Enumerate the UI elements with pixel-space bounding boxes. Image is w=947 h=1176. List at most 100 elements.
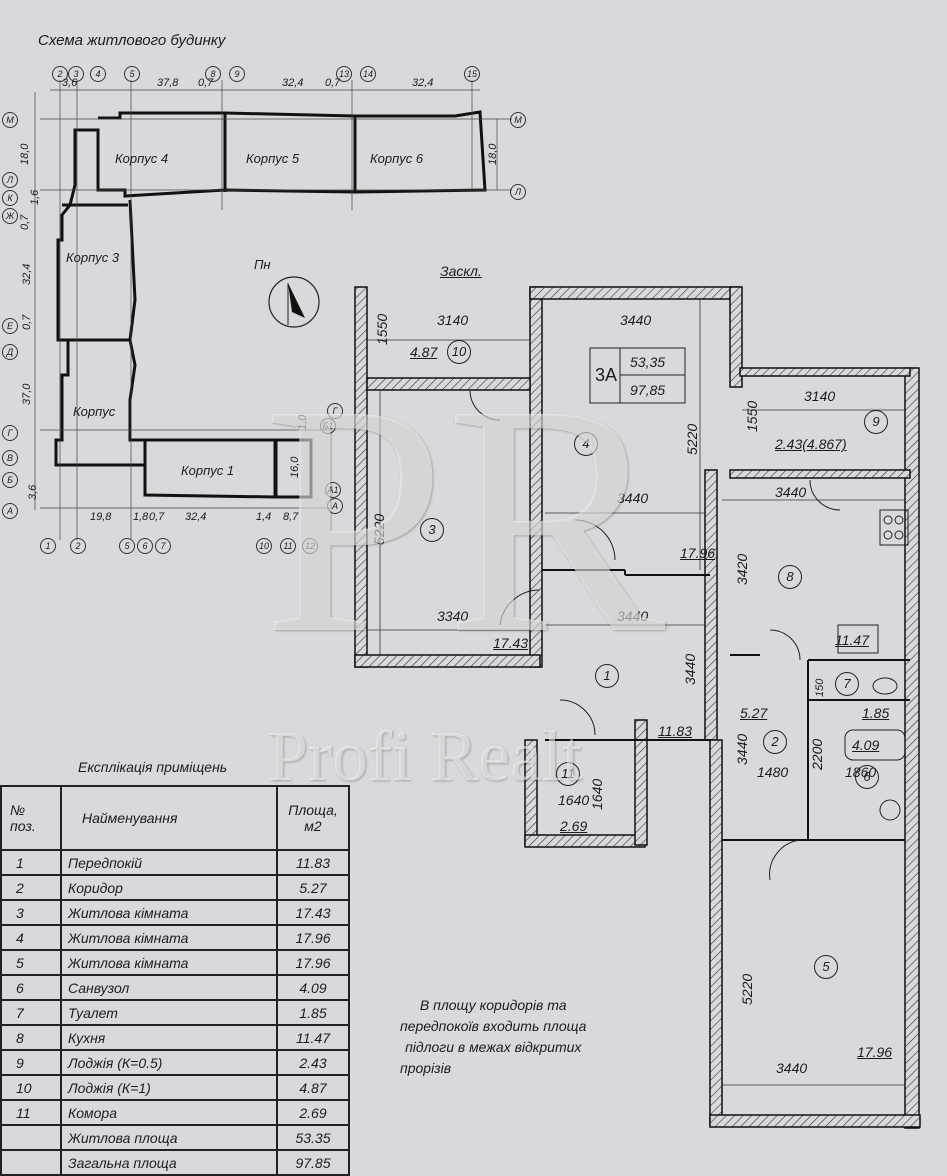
dim-label: 1,8 — [133, 511, 149, 523]
building-label: Корпус 6 — [370, 151, 424, 166]
row-name: Лоджія (К=1) — [60, 1074, 278, 1101]
dim-label: 3440 — [776, 1060, 808, 1076]
row-num: 9 — [0, 1049, 62, 1076]
dim-label: 2200 — [809, 738, 825, 770]
area-note: В площу коридорів та передпокоїв входить… — [400, 995, 586, 1079]
row-num: 3 — [0, 899, 62, 926]
dim-label: 0,7 — [325, 77, 341, 89]
axis-marker: 8 — [205, 66, 221, 82]
room-area: 17.96 — [857, 1044, 893, 1060]
axis-marker: 2 — [70, 538, 86, 554]
room-number: 4 — [574, 432, 598, 456]
dimension-lines — [367, 300, 905, 1086]
dim-label: 1640 — [558, 792, 590, 808]
dim-label: 3340 — [437, 608, 469, 624]
row-name: Санвузол — [60, 974, 278, 1001]
axis-marker: 9 — [229, 66, 245, 82]
dim-label: 1640 — [589, 778, 605, 810]
axis-marker: Б1 — [320, 418, 336, 434]
dim-label: 18,0 — [487, 143, 499, 165]
row-area: 2.43 — [276, 1049, 350, 1076]
room-number: 5 — [814, 955, 838, 979]
axis-marker: А — [327, 498, 343, 514]
axis-marker: 5 — [119, 538, 135, 554]
dim-label: 0,7 — [21, 314, 33, 330]
axis-marker: 4 — [90, 66, 106, 82]
dim-label: 1480 — [757, 764, 789, 780]
dim-label: 8,7 — [283, 511, 299, 523]
room-area: 17.96 — [680, 545, 716, 561]
dim-label: 0,7 — [198, 77, 214, 89]
header-num: № поз. — [0, 785, 62, 851]
dim-label: 1,6 — [29, 189, 41, 205]
axis-marker: В — [2, 450, 18, 466]
note-line: В площу коридорів та — [419, 997, 567, 1013]
explication-title: Експлікація приміщень — [78, 759, 228, 775]
dim-label: 37,0 — [21, 383, 33, 405]
axis-marker: 14 — [360, 66, 376, 82]
row-area: 11.83 — [276, 849, 350, 876]
axis-marker: Д — [2, 344, 18, 360]
axis-marker: 12 — [302, 538, 318, 554]
building-label: Корпус — [73, 404, 116, 419]
dim-label: 37,8 — [157, 77, 179, 89]
row-area: 5.27 — [276, 874, 350, 901]
table-header: № поз. Найменування Площа, м2 — [0, 785, 350, 851]
row-area: 17.96 — [276, 949, 350, 976]
axis-marker: А — [2, 503, 18, 519]
row-area: 4.87 — [276, 1074, 350, 1101]
axis-marker: 6 — [137, 538, 153, 554]
row-num: 2 — [0, 874, 62, 901]
room-number: 11 — [556, 762, 580, 786]
building-label: Корпус 1 — [181, 463, 235, 478]
axis-marker: 1 — [40, 538, 56, 554]
axis-marker: А1 — [325, 482, 341, 498]
room-area: 2.69 — [560, 818, 588, 834]
axis-marker: 7 — [155, 538, 171, 554]
row-name: Житлова кімната — [60, 949, 278, 976]
row-area: 97.85 — [276, 1149, 350, 1176]
building-label: Корпус 3 — [66, 250, 120, 265]
row-name: Житлова кімната — [60, 899, 278, 926]
row-num: 11 — [0, 1099, 62, 1126]
apartment-type: 3А — [595, 365, 618, 385]
axis-marker: Г — [327, 403, 343, 419]
row-name: Загальна площа — [60, 1149, 278, 1176]
row-area: 1.85 — [276, 999, 350, 1026]
room-area: 2.43(4.867) — [775, 436, 847, 452]
note-line: передпокоїв входить площа — [400, 1018, 587, 1034]
glazed-label: Заскл. — [440, 263, 482, 279]
row-name: Житлова кімната — [60, 924, 278, 951]
row-name: Коридор — [60, 874, 278, 901]
dim-label: 19,8 — [90, 511, 112, 523]
site-grid-lines — [34, 80, 512, 540]
room-number: 2 — [763, 730, 787, 754]
room-number: 7 — [835, 672, 859, 696]
row-num: 4 — [0, 924, 62, 951]
room-area: 4.09 — [852, 737, 880, 753]
row-name: Лоджія (К=0.5) — [60, 1049, 278, 1076]
kitchen-fixtures — [837, 509, 909, 821]
row-num: 6 — [0, 974, 62, 1001]
row-num — [0, 1124, 62, 1151]
dim-label: 3140 — [437, 312, 469, 328]
dim-label: 0,7 — [19, 214, 31, 230]
dim-label: 150 — [814, 678, 826, 697]
room-number: 9 — [864, 410, 888, 434]
room-number: 3 — [420, 518, 444, 542]
row-num: 5 — [0, 949, 62, 976]
row-num — [0, 1149, 62, 1176]
dim-label: 3440 — [617, 608, 649, 624]
room-number: 8 — [778, 565, 802, 589]
room-number: 1 — [595, 664, 619, 688]
building-label: Корпус 5 — [246, 151, 300, 166]
room-number: 6 — [855, 765, 879, 789]
building-label: Корпус 4 — [115, 151, 169, 166]
room-area: 5.27 — [740, 705, 768, 721]
